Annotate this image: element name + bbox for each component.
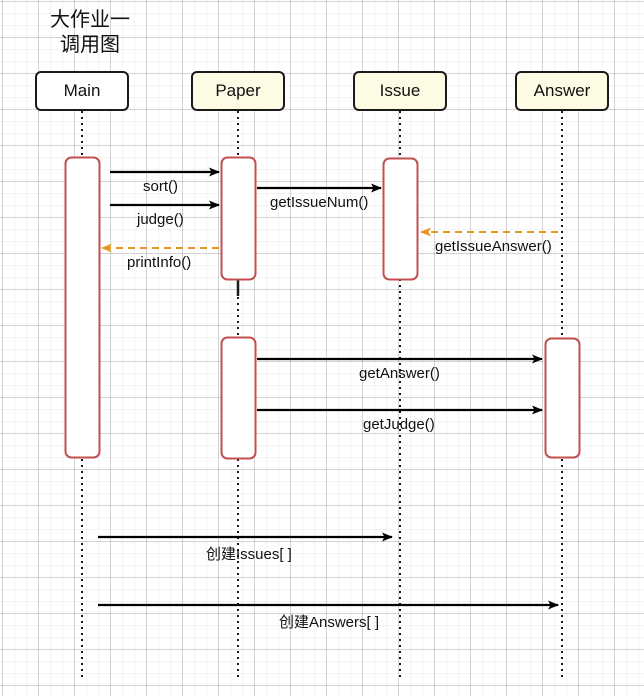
message-label-3: printInfo() [127,254,192,271]
diagram-title-line-2: 调用图 [60,34,120,56]
participant-box-paper[interactable]: Paper [191,71,285,111]
message-label-2: getIssueNum() [270,194,369,211]
message-label-1: judge() [137,211,184,228]
lifelines-layer [81,111,563,680]
participant-label-main: Main [63,81,101,100]
participant-label-answer: Answer [533,81,591,100]
message-label-0: sort() [143,178,178,195]
participant-box-answer[interactable]: Answer [515,71,609,111]
diagram-title-line-1: 大作业一 [50,9,130,31]
activation-bar-answer [544,337,581,459]
message-label-8: 创建Answers[ ] [279,614,380,631]
message-label-4: getIssueAnswer() [435,238,552,255]
activation-bar-paper [220,336,257,460]
activation-bar-issue [382,157,419,281]
diagram-title: 大作业一调用图 [36,8,144,58]
activation-bars-layer [64,156,581,460]
participant-box-main[interactable]: Main [35,71,129,111]
message-label-5: getAnswer() [359,365,440,382]
activation-bar-main [64,156,101,459]
activation-bar-paper [220,156,257,281]
message-arrows-layer [98,167,559,610]
participant-box-issue[interactable]: Issue [353,71,447,111]
message-label-7: 创建Issues[ ] [206,546,292,563]
message-label-6: getJudge() [363,416,435,433]
participant-label-paper: Paper [215,81,261,100]
participant-label-issue: Issue [379,81,421,100]
